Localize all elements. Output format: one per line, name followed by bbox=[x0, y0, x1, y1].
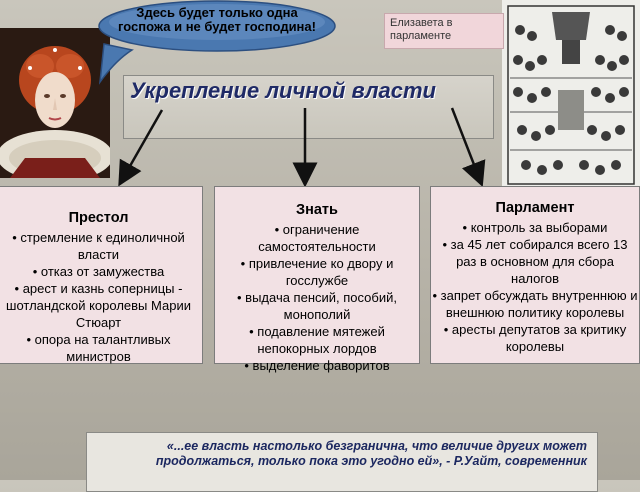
card-title: Знать bbox=[296, 202, 338, 218]
list-item: • ограничение самостоятельности bbox=[258, 222, 376, 254]
historian-quote: «...ее власть настолько безгранична, что… bbox=[86, 432, 598, 492]
card-throne: Престол • стремление к единоличной власт… bbox=[0, 186, 203, 364]
list-item: • за 45 лет собирался всего 13 раз в осн… bbox=[442, 237, 628, 286]
page-title: Укрепление личной власти bbox=[130, 78, 436, 103]
list-item: • контроль за выборами bbox=[462, 220, 608, 235]
card-title: Престол bbox=[68, 210, 129, 226]
list-item: • выдача пенсий, пособий, монополий bbox=[237, 290, 397, 322]
speech-bubble: Здесь будет только одна госпожа и не буд… bbox=[92, 0, 342, 90]
card-parliament: Парламент • контроль за выборами • за 45… bbox=[430, 186, 640, 364]
list-item: • стремление к единоличной власти bbox=[12, 230, 185, 262]
elizabeth-portrait bbox=[0, 28, 110, 178]
parliament-engraving bbox=[502, 0, 640, 190]
list-item: • опора на талантливых министров bbox=[26, 332, 171, 364]
list-item: • отказ от замужества bbox=[32, 264, 165, 279]
list-item: • привлечение ко двору и госслужбе bbox=[240, 256, 394, 288]
list-item: • аресты депутатов за критику королевы bbox=[443, 322, 627, 354]
card-title: Парламент bbox=[495, 200, 575, 216]
parliament-caption: Елизавета в парламенте bbox=[384, 13, 504, 49]
card-nobility: Знать • ограничение самостоятельности • … bbox=[214, 186, 420, 373]
title-box: Укрепление личной власти bbox=[123, 75, 494, 139]
list-item: • запрет обсуждать внутреннюю и внешнюю … bbox=[432, 288, 638, 320]
list-item: • подавление мятежей непокорных лордов bbox=[249, 324, 385, 356]
bubble-quote: Здесь будет только одна госпожа и не буд… bbox=[118, 5, 316, 34]
list-item: • арест и казнь соперницы - шотландской … bbox=[6, 281, 191, 330]
list-item: • выделение фаворитов bbox=[244, 358, 390, 373]
